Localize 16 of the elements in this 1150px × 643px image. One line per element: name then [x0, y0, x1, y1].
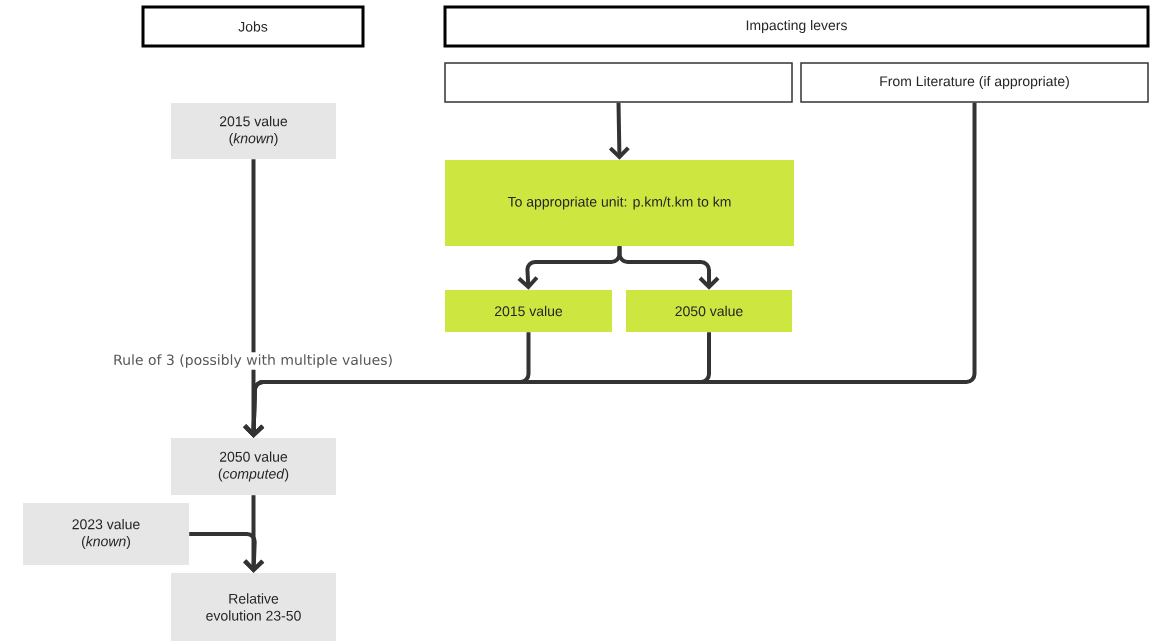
value-box: 2023 value (known)	[23, 503, 189, 565]
value-box: 2015 value (known)	[171, 103, 336, 159]
edge-label: Rule of 3 (possibly with multiple values)	[111, 352, 395, 370]
source-box: From Literature (if appropriate)	[800, 62, 1149, 103]
arrow	[243, 102, 977, 438]
header-box: Impacting levers	[443, 5, 1150, 48]
value-box: 2050 value	[626, 290, 792, 332]
header-box: Jobs	[141, 5, 365, 48]
process-box: To appropriate unit: p.km/t.km to km	[445, 160, 794, 246]
arrow	[617, 246, 720, 290]
arrow	[189, 532, 265, 573]
source-box	[444, 62, 793, 103]
arrow	[608, 102, 630, 160]
value-box: 2015 value	[445, 290, 612, 332]
result-box: Relative evolution 23-50	[171, 573, 336, 641]
value-box: 2050 value (computed)	[171, 438, 336, 495]
